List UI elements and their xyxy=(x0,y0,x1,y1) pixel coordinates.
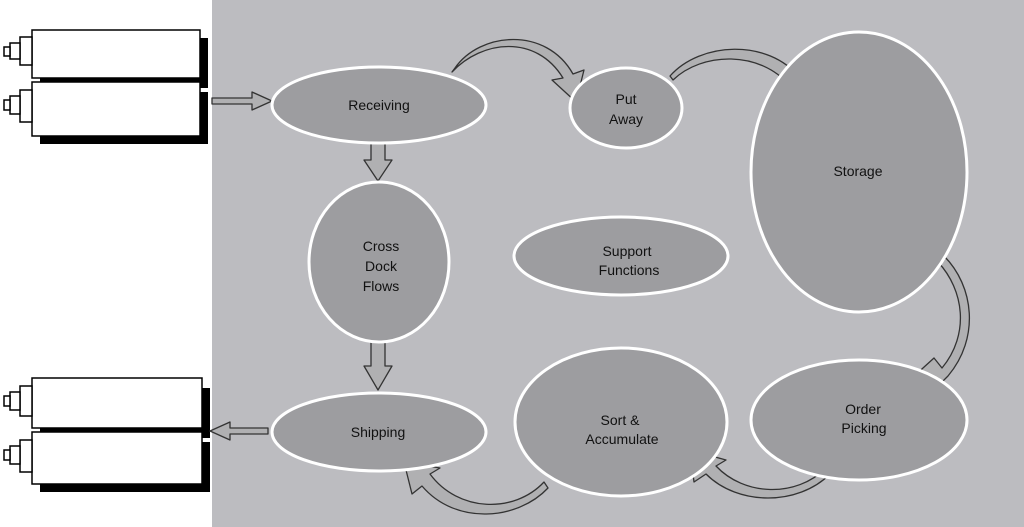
node-label: Picking xyxy=(841,420,886,436)
truck-icon xyxy=(3,377,210,438)
node-put-away: Put Away xyxy=(568,66,684,150)
arrow-inbound-to-receiving xyxy=(211,91,273,111)
node-support-functions: Support Functions xyxy=(512,215,730,297)
node-order-picking: Order Picking xyxy=(749,358,969,482)
truck-icon xyxy=(3,81,208,144)
node-label: Support xyxy=(602,243,651,259)
node-label: Dock xyxy=(365,258,398,274)
arrow-sort-to-shipping xyxy=(403,461,549,515)
truck-icon xyxy=(3,29,208,88)
node-label: Storage xyxy=(833,163,882,179)
node-label: Functions xyxy=(599,262,660,278)
node-label: Away xyxy=(609,111,643,127)
node-receiving: Receiving xyxy=(270,65,488,145)
arrow-receiving-to-cross-dock xyxy=(363,141,393,182)
node-storage: Storage xyxy=(749,30,969,314)
node-cross-dock: Cross Dock Flows xyxy=(307,180,451,344)
arrow-cross-dock-to-shipping xyxy=(363,340,393,391)
arrow-order-picking-to-sort xyxy=(689,449,831,499)
node-sort-accumulate: Sort & Accumulate xyxy=(513,346,729,498)
node-label: Receiving xyxy=(348,97,409,113)
node-shipping: Shipping xyxy=(270,391,488,473)
node-label: Sort & xyxy=(601,412,641,428)
arrow-shipping-to-outbound xyxy=(209,421,269,441)
truck-icon xyxy=(3,431,210,492)
inbound-truck-icon xyxy=(3,29,208,144)
node-label: Accumulate xyxy=(585,431,658,447)
node-label: Put xyxy=(615,91,636,107)
node-label: Order xyxy=(845,401,881,417)
outbound-truck-icon xyxy=(3,377,210,492)
node-label: Flows xyxy=(363,278,400,294)
node-label: Cross xyxy=(363,238,400,254)
node-label: Shipping xyxy=(351,424,406,440)
